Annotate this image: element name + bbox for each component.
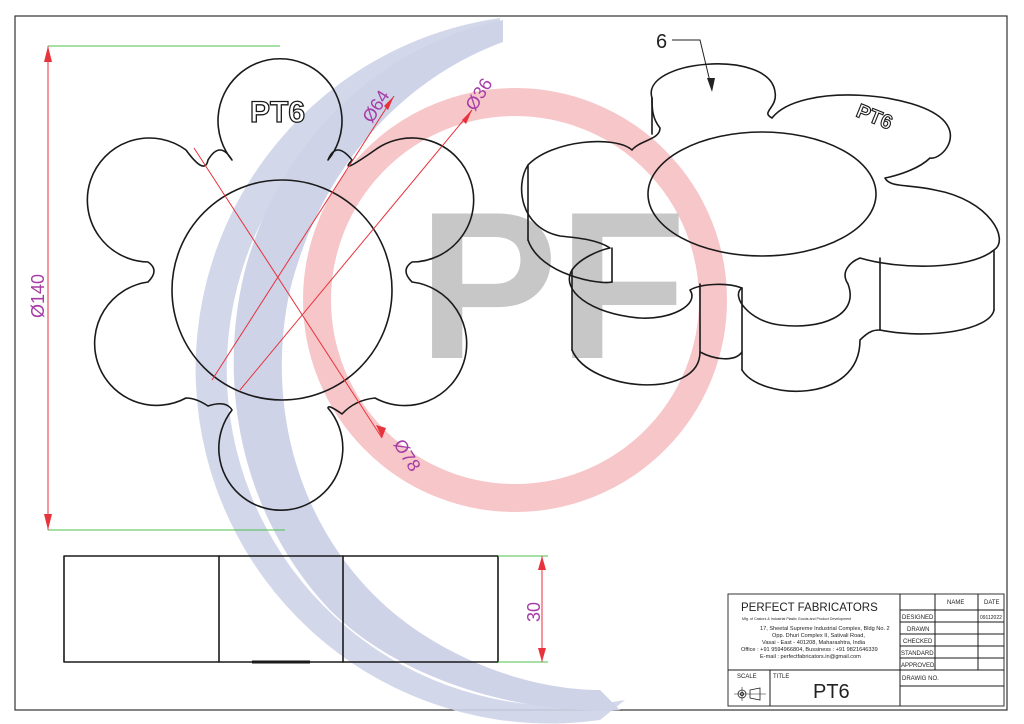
arrowhead <box>376 425 386 438</box>
drawing-no-label: DRAWIG NO. <box>902 676 939 682</box>
side-view: 30 <box>63 555 548 664</box>
row-label-approved: APPROVED <box>901 663 935 669</box>
title-value: PT6 <box>813 681 850 703</box>
email-line: E-mail : perfectfabricators.in@gmail.com <box>760 654 861 660</box>
iso-top-face <box>520 63 1000 327</box>
address-line-2: Opp. Dhuri Complex II, Sativali Road, <box>772 633 865 639</box>
dim-label-outer: Ø140 <box>28 274 48 318</box>
col-header-date: DATE <box>984 600 1000 606</box>
iso-bottom-edge <box>879 309 995 335</box>
title-label: TITLE <box>773 674 789 680</box>
company-tagline: Mfg. of Castors & Industrial Plastic Goo… <box>742 617 851 621</box>
address-line-3: Vasai - East - 401208, Maharashtra, Indi… <box>762 640 866 646</box>
dim-line-78 <box>193 147 383 439</box>
row-date-designed: 09112022 <box>980 615 1002 621</box>
dim-line-36 <box>239 109 473 391</box>
projection-symbol-icon <box>734 687 766 701</box>
dim-label-thickness: 30 <box>524 602 544 622</box>
company-name: PERFECT FABRICATORS <box>741 602 878 614</box>
watermark-red-ring <box>303 88 727 512</box>
dim-line-64 <box>211 95 395 381</box>
contact-line: Office : +91 9594966804, Bussiness : +91… <box>741 647 878 653</box>
arrowhead <box>538 556 546 570</box>
arrowhead <box>384 96 394 110</box>
address-line-1: 17, Sheetal Supreme Industrial Complex, … <box>760 626 890 632</box>
iso-bore <box>647 131 877 257</box>
front-view-hub-circle <box>171 179 393 401</box>
scale-label: SCALE <box>737 674 757 680</box>
watermark-logo: PF <box>195 18 727 724</box>
arrowhead <box>44 46 52 62</box>
row-label-checked: CHECKED <box>903 639 933 645</box>
row-label-designed: DESIGNED <box>902 615 934 621</box>
iso-part-label: PT6 <box>853 100 895 134</box>
title-block-frame <box>727 593 1005 707</box>
row-label-standard: STANDARD <box>901 651 934 657</box>
watermark-letters: PF <box>418 168 686 403</box>
front-view-outline <box>86 58 475 511</box>
arrowhead <box>538 648 546 662</box>
title-block: PERFECT FABRICATORS Mfg. of Castors & In… <box>727 593 1005 707</box>
item-number: 6 <box>656 31 667 53</box>
arrowhead <box>707 78 715 92</box>
arrowhead <box>462 110 472 124</box>
arrowhead <box>44 514 52 530</box>
iso-bottom-edge <box>571 349 701 386</box>
col-header-name: NAME <box>947 600 964 606</box>
row-label-drawn: DRAWN <box>907 627 929 633</box>
iso-bottom-edge <box>527 239 613 284</box>
iso-bottom-edge <box>699 351 743 360</box>
front-view-part-label: PT6 <box>250 96 305 129</box>
iso-bottom-edge <box>741 329 881 392</box>
item-leader <box>672 39 713 91</box>
